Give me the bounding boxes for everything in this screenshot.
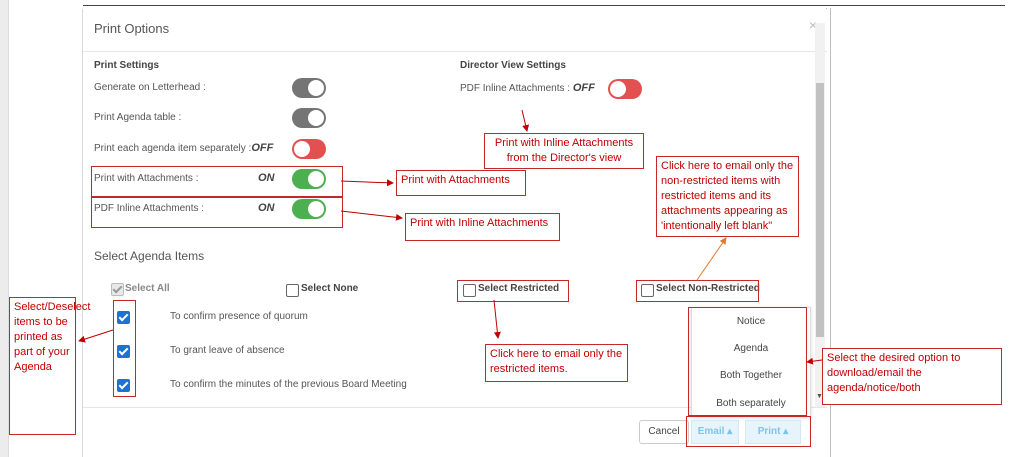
select-non-restricted-label: Select Non-Restricted — [656, 283, 760, 294]
arrow-restricted — [493, 299, 501, 339]
select-agenda-heading: Select Agenda Items — [94, 249, 205, 263]
note-director-inline: Print with Inline Attachments from the D… — [484, 133, 644, 169]
scrollbar-thumb[interactable] — [816, 83, 824, 337]
scroll-down-icon[interactable]: ▼ — [816, 393, 823, 400]
pdf-inline-toggle[interactable] — [292, 199, 326, 219]
select-none-checkbox[interactable] — [286, 284, 299, 297]
footer-divider — [83, 407, 827, 408]
close-icon[interactable]: × — [808, 17, 817, 33]
select-restricted-label: Select Restricted — [478, 283, 560, 294]
select-all-checkbox[interactable] — [111, 283, 124, 296]
separately-label: Print each agenda item separately :OFF — [94, 142, 274, 154]
top-rule — [83, 5, 1005, 6]
pdf-inline-state: ON — [258, 202, 275, 214]
highlight-agenda-checkboxes — [113, 300, 136, 397]
note-non-restricted: Click here to email only the non-restric… — [656, 156, 799, 237]
attachments-toggle[interactable] — [292, 169, 326, 189]
arrow-pdf-inline — [340, 210, 403, 221]
agenda-item-label-1: To confirm presence of quorum — [170, 311, 308, 322]
select-all-label: Select All — [125, 283, 170, 294]
separately-state: OFF — [251, 142, 274, 154]
dropdown-option-notice[interactable]: Notice — [736, 316, 766, 327]
select-non-restricted-checkbox[interactable] — [641, 284, 654, 297]
director-inline-toggle[interactable] — [608, 79, 642, 99]
arrow-director-inline — [521, 109, 530, 132]
cancel-button[interactable]: Cancel — [639, 420, 689, 444]
agenda-table-toggle[interactable] — [292, 108, 326, 128]
left-strip — [0, 0, 9, 457]
note-desired-option: Select the desired option to download/em… — [822, 348, 1002, 405]
pdf-inline-label: PDF Inline Attachments : — [94, 203, 205, 214]
attachments-state: ON — [258, 172, 275, 184]
note-print-attachments: Print with Attachments — [396, 170, 526, 196]
note-select-deselect: Select/Deselect items to be printed as p… — [9, 297, 90, 435]
dropdown-option-both-together[interactable]: Both Together — [719, 370, 783, 381]
title-divider — [83, 51, 827, 52]
highlight-email-print-buttons — [686, 416, 811, 447]
agenda-item-label-2: To grant leave of absence — [170, 345, 285, 356]
letterhead-label: Generate on Letterhead : — [94, 82, 206, 93]
page-edge-line-2 — [830, 8, 831, 457]
agenda-item-checkbox-2[interactable] — [117, 345, 130, 358]
arrow-attachments — [340, 179, 394, 187]
print-button[interactable]: Print ▴ — [745, 420, 801, 444]
director-view-heading: Director View Settings — [460, 60, 566, 71]
agenda-table-label: Print Agenda table : — [94, 112, 182, 123]
note-print-inline: Print with Inline Attachments — [405, 213, 560, 241]
output-dropdown-menu: Notice Agenda Both Together Both separat… — [691, 307, 811, 417]
dropdown-option-both-separately[interactable]: Both separately — [716, 398, 786, 409]
email-button[interactable]: Email ▴ — [691, 420, 739, 444]
highlight-pdf-inline-row — [91, 197, 343, 228]
modal-title: Print Options — [94, 21, 170, 36]
agenda-item-checkbox-3[interactable] — [117, 379, 130, 392]
letterhead-toggle[interactable] — [292, 78, 326, 98]
arrow-desired-option — [806, 357, 823, 365]
select-restricted-checkbox[interactable] — [463, 284, 476, 297]
attachments-label: Print with Attachments : — [94, 173, 199, 184]
dropdown-option-agenda[interactable]: Agenda — [733, 343, 769, 354]
print-settings-heading: Print Settings — [94, 60, 160, 71]
note-restricted: Click here to email only the restricted … — [485, 344, 628, 382]
arrow-non-restricted — [696, 237, 727, 281]
arrow-select-deselect — [78, 329, 114, 343]
highlight-select-restricted — [457, 280, 569, 302]
separately-toggle[interactable] — [292, 139, 326, 159]
director-inline-state: OFF — [572, 82, 595, 94]
agenda-item-checkbox-1[interactable] — [117, 311, 130, 324]
director-inline-label: PDF Inline Attachments : OFF — [460, 82, 595, 94]
select-none-label: Select None — [301, 283, 359, 294]
highlight-select-non-restricted — [636, 280, 759, 302]
agenda-item-label-3: To confirm the minutes of the previous B… — [170, 379, 407, 390]
